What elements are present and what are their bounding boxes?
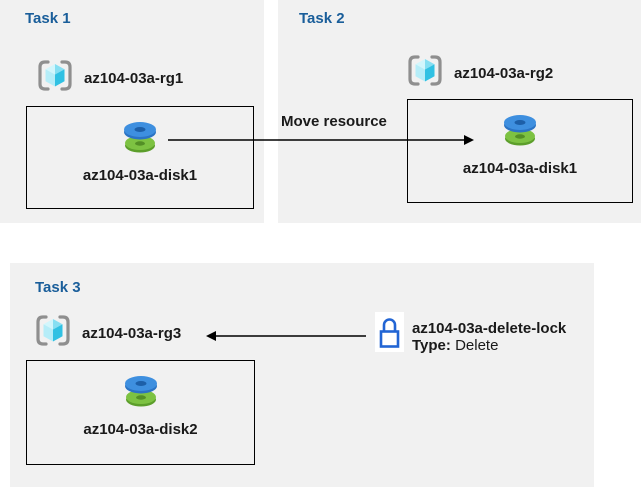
task2-title: Task 2 [299, 10, 345, 27]
delete-lock-group: az104-03a-delete-lock Type: Delete [375, 312, 566, 354]
task2-resource-group-label: az104-03a-rg2 [454, 64, 554, 82]
task2-resource-group: az104-03a-rg2 [406, 55, 553, 91]
resource-group-icon [406, 53, 444, 93]
task2-resource-box: az104-03a-disk1 [407, 99, 633, 203]
task1-resource-box: az104-03a-disk1 [26, 106, 254, 209]
resource-group-icon [36, 58, 74, 98]
task1-disk-label: az104-03a-disk1 [82, 167, 198, 184]
disk-icon [502, 113, 538, 152]
task3-disk-label: az104-03a-disk2 [83, 421, 198, 438]
delete-lock-type: Type: Delete [412, 337, 566, 354]
task3-resource-group-label: az104-03a-rg3 [82, 324, 182, 342]
task2-disk-label: az104-03a-disk1 [462, 160, 578, 177]
move-resource-label: Move resource [281, 113, 387, 130]
task3-resource-group: az104-03a-rg3 [34, 315, 181, 351]
delete-lock-text: az104-03a-delete-lock Type: Delete [412, 320, 566, 354]
delete-lock-name: az104-03a-delete-lock [412, 320, 567, 337]
task1-resource-group-label: az104-03a-rg1 [84, 69, 184, 87]
delete-lock-type-value: Delete [455, 337, 499, 354]
disk-icon [123, 374, 159, 413]
delete-lock-type-label: Type: [412, 337, 451, 354]
task1-resource-group: az104-03a-rg1 [36, 60, 183, 96]
task3-resource-box: az104-03a-disk2 [26, 360, 255, 465]
task1-panel: Task 1 az104-03a-rg1 [0, 0, 264, 223]
move-resource-arrow [168, 135, 474, 145]
disk-icon [122, 120, 158, 159]
resource-group-icon [34, 313, 72, 353]
task3-title: Task 3 [35, 279, 81, 296]
task2-panel: Task 2 az104-03a-rg2 [278, 0, 641, 223]
delete-lock-arrow [206, 331, 366, 341]
task1-title: Task 1 [25, 10, 71, 27]
task3-panel: Task 3 az104-03a-rg3 [10, 263, 594, 487]
lock-icon [375, 312, 404, 352]
